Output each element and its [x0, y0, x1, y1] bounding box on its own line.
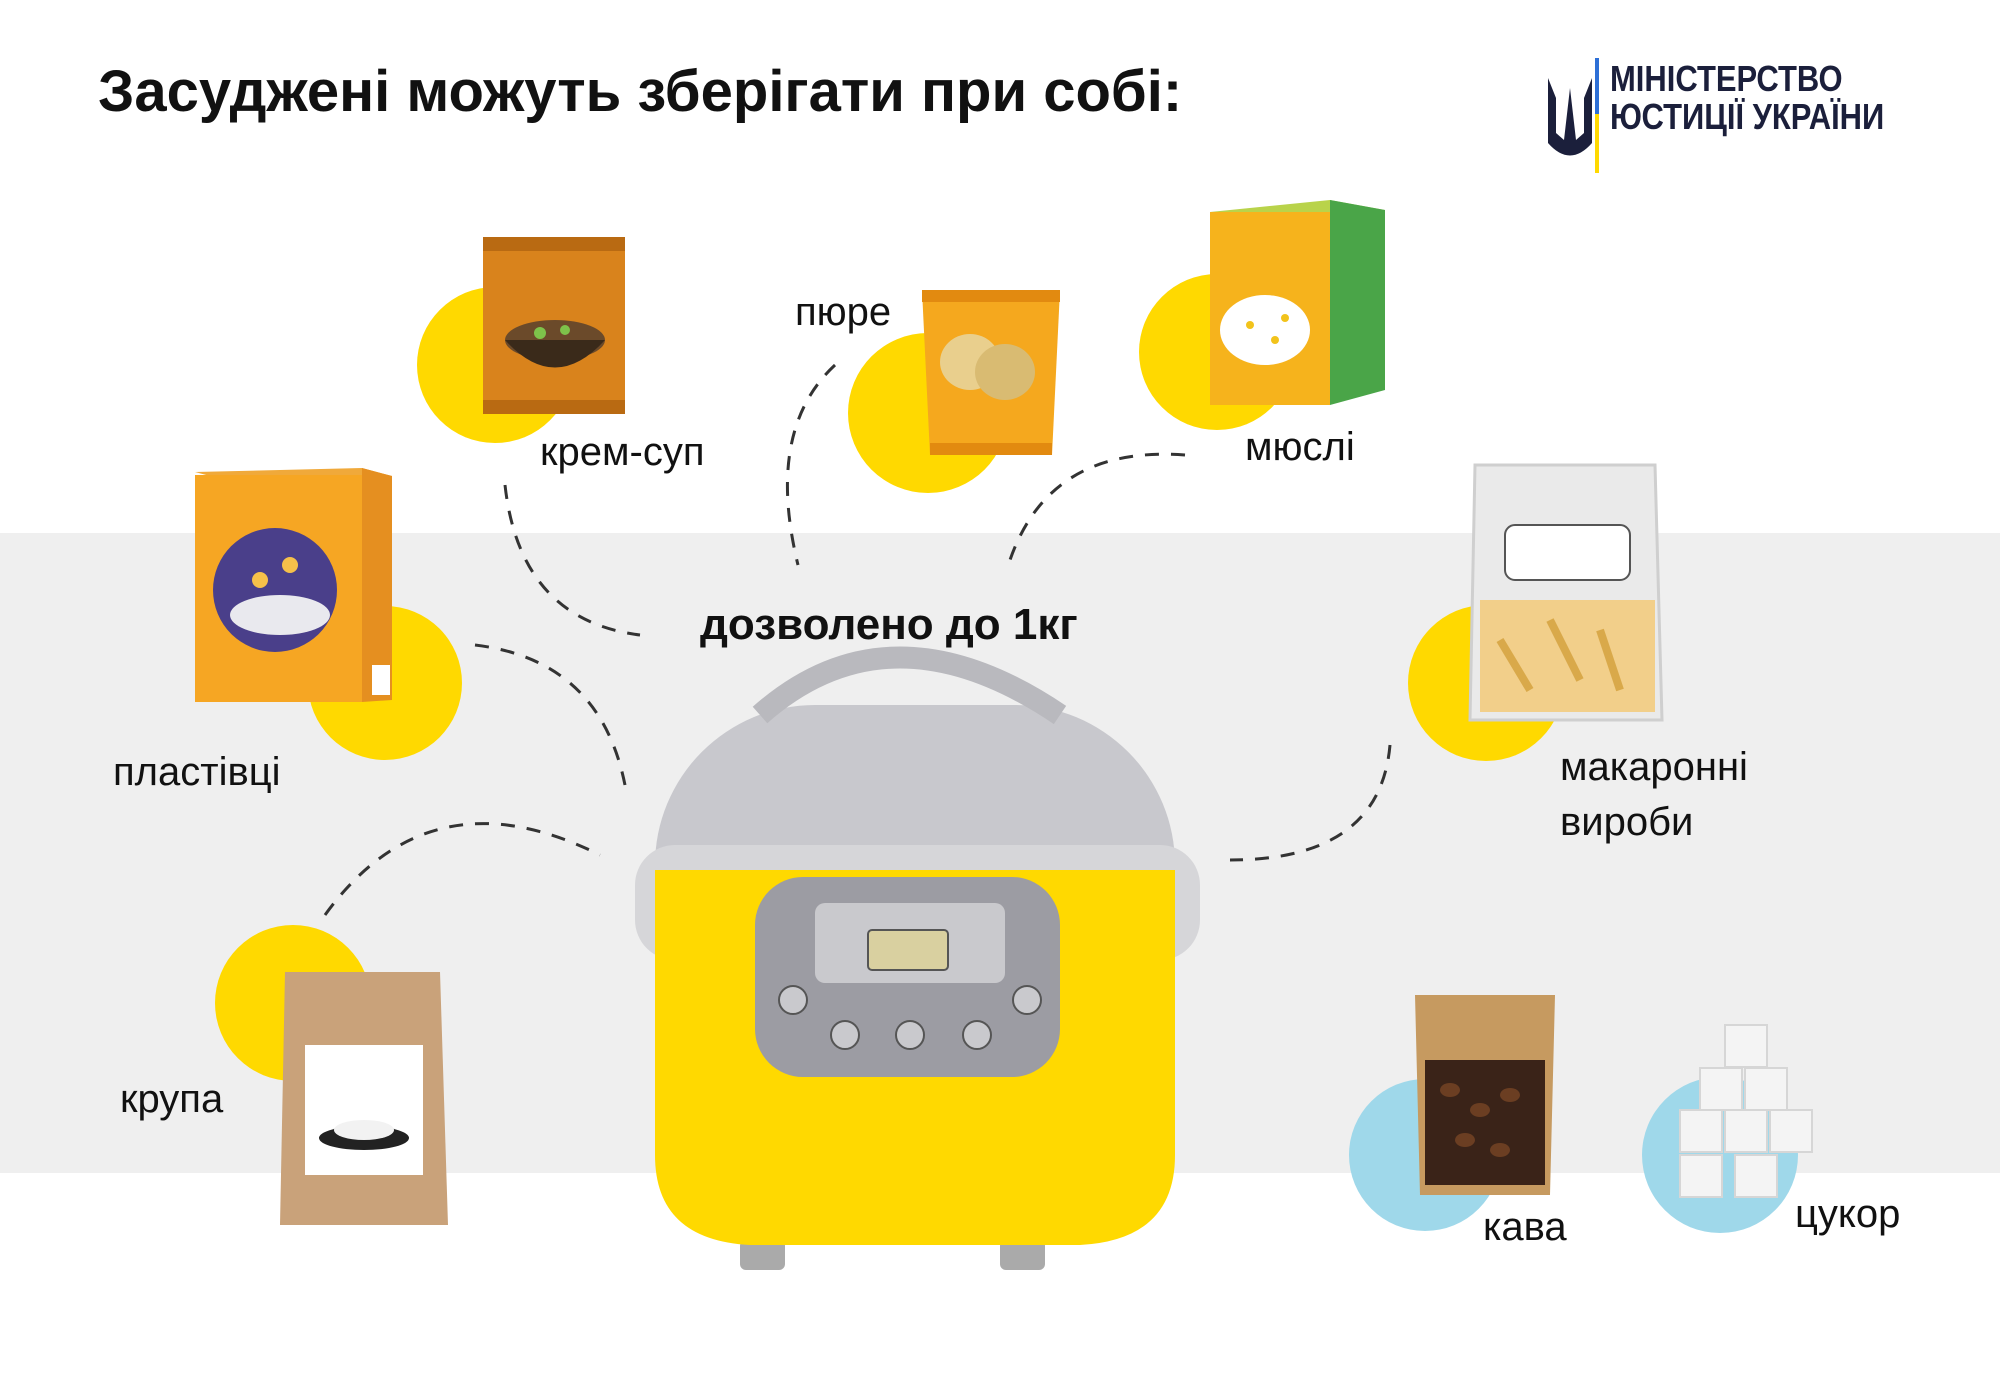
- page-title: Засуджені можуть зберігати при собі:: [98, 59, 1183, 124]
- label-flakes: пластівці: [113, 750, 281, 794]
- label-sugar: цукор: [1795, 1192, 1901, 1236]
- cream-soup-packet-icon: [483, 237, 625, 414]
- logo-line-2: ЮСТИЦІЇ УКРАЇНИ: [1610, 96, 1885, 137]
- label-pasta-line-2: вироби: [1560, 800, 1694, 844]
- multicooker-icon: [635, 646, 1200, 1270]
- logo-line-1: МІНІСТЕРСТВО: [1610, 58, 1843, 99]
- label-groats: крупа: [120, 1077, 224, 1121]
- connector-pasta: [1229, 744, 1392, 862]
- label-muesli: мюслі: [1245, 425, 1355, 469]
- label-cream-soup: крем-суп: [540, 430, 705, 474]
- connector-muesli: [1008, 452, 1186, 561]
- label-puree: пюре: [795, 290, 892, 334]
- connector-groats: [323, 822, 601, 916]
- puree-packet-icon: [922, 290, 1060, 455]
- groats-bag-icon: [280, 972, 448, 1225]
- label-pasta-line-1: макаронні: [1560, 745, 1748, 789]
- label-coffee: кава: [1483, 1205, 1567, 1249]
- flakes-box-icon: [195, 468, 392, 702]
- connector-puree: [785, 363, 837, 566]
- ministry-logo: МІНІСТЕРСТВО ЮСТИЦІЇ УКРАЇНИ: [1540, 58, 1920, 173]
- pasta-bag-icon: [1468, 463, 1664, 722]
- connector-flakes: [474, 643, 627, 786]
- trident-icon: [1548, 58, 1599, 173]
- muesli-box-icon: [1210, 200, 1385, 405]
- connector-cream-soup: [503, 484, 641, 637]
- weight-limit-label: дозволено до 1кг: [700, 600, 1078, 649]
- sugar-cubes-icon: [1679, 1024, 1813, 1198]
- coffee-bag-icon: [1415, 995, 1555, 1195]
